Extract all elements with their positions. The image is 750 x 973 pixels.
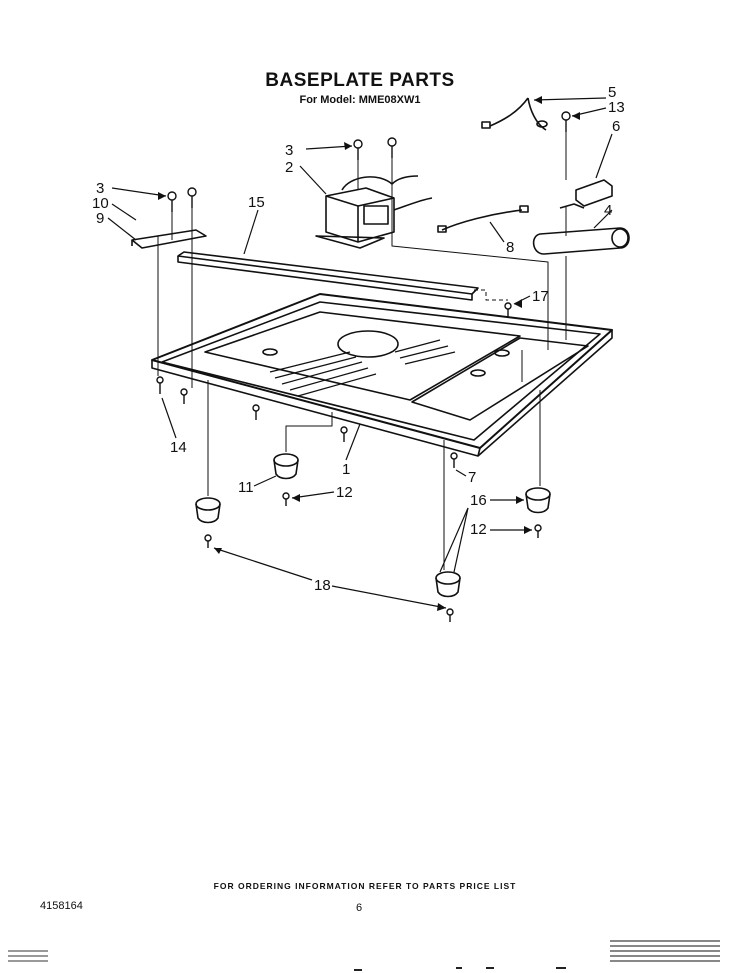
callout-17: 17 xyxy=(532,288,549,305)
document-number: 4158164 xyxy=(40,900,83,912)
baseplate-drawing xyxy=(151,293,613,457)
callout-14: 14 xyxy=(170,439,187,456)
ordering-note: FOR ORDERING INFORMATION REFER TO PARTS … xyxy=(213,881,517,891)
callout-10: 10 xyxy=(92,195,109,212)
callout-1: 1 xyxy=(342,461,350,478)
page-number: 6 xyxy=(356,902,363,914)
callout-12-front: 12 xyxy=(336,484,353,501)
model-line: For Model: MME08XW1 xyxy=(299,94,421,106)
revision-fine-print xyxy=(8,950,48,965)
callout-11: 11 xyxy=(238,479,254,496)
callout-18: 18 xyxy=(314,577,331,594)
callout-3-bracket: 3 xyxy=(96,180,104,197)
callout-labels: 1 2 3 3 4 5 6 7 8 9 10 11 12 12 13 14 15… xyxy=(92,84,625,594)
arrowheads xyxy=(158,96,580,611)
wire-drawing xyxy=(437,205,529,233)
callout-9: 9 xyxy=(96,210,104,227)
transformer-drawing xyxy=(315,175,433,249)
callout-8: 8 xyxy=(506,239,514,256)
callout-3: 3 xyxy=(285,142,293,159)
callout-16: 16 xyxy=(470,492,487,509)
strip-drawing xyxy=(177,251,479,301)
bracket-drawing xyxy=(131,229,207,249)
scan-marks xyxy=(354,967,566,971)
callout-7: 7 xyxy=(468,469,476,486)
fuse-wire-drawing xyxy=(481,97,548,131)
alignment-lines xyxy=(157,132,567,570)
callout-4: 4 xyxy=(604,202,612,219)
capacitor-drawing xyxy=(532,227,630,255)
callout-13: 13 xyxy=(608,99,625,116)
callout-5: 5 xyxy=(608,84,616,101)
copyright-fine-print xyxy=(610,940,720,965)
callout-12-rear: 12 xyxy=(470,521,487,538)
page-title: BASEPLATE PARTS xyxy=(265,70,455,91)
callout-2: 2 xyxy=(285,159,293,176)
foot-drawings xyxy=(195,453,551,598)
callout-6: 6 xyxy=(612,118,620,135)
screw-drawings xyxy=(156,111,571,622)
callout-15: 15 xyxy=(248,194,265,211)
clip-drawing xyxy=(559,179,613,209)
